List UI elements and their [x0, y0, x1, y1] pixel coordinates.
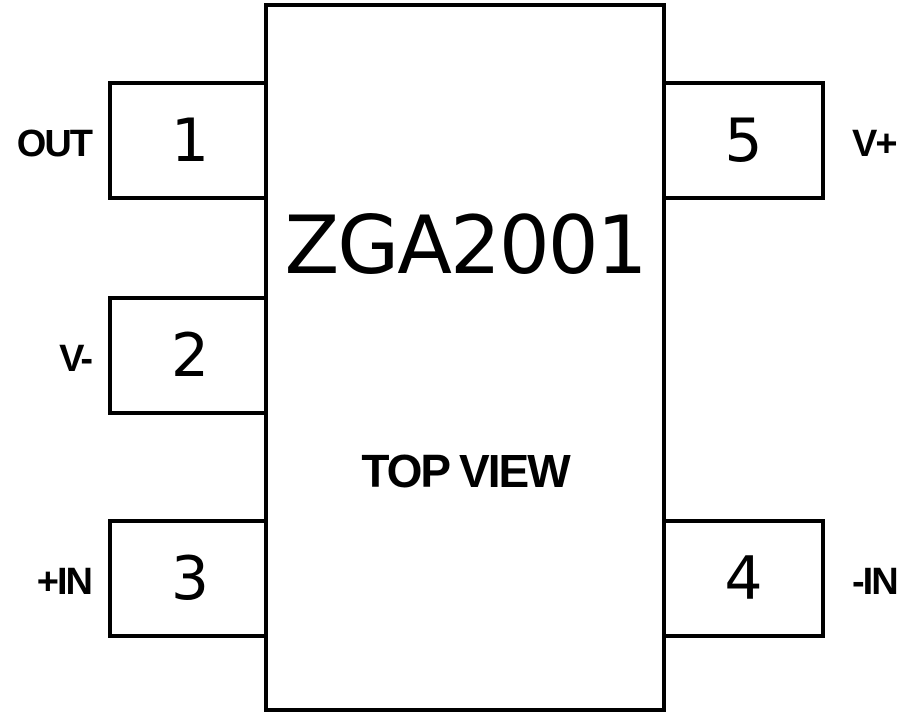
pin-5-number: 5 [724, 105, 763, 176]
pin-1-box: 1 [108, 81, 268, 200]
view-label: TOP VIEW [361, 445, 570, 497]
pin-4-label: -IN [852, 561, 899, 603]
ic-package-body [264, 3, 666, 712]
pin-2-label: V- [59, 338, 93, 380]
pin-3-number: 3 [170, 543, 210, 614]
pin-1-label: OUT [16, 123, 93, 165]
pin-5-box: 5 [662, 81, 825, 200]
pin-5-label: V+ [852, 123, 898, 165]
part-number: ZGA2001 [284, 199, 647, 292]
pin-3-label: +IN [36, 561, 93, 603]
pin-3-box: 3 [108, 519, 268, 638]
pin-4-box: 4 [662, 519, 825, 638]
pin-2-number: 2 [170, 320, 210, 391]
pin-4-number: 4 [724, 543, 763, 614]
pin-1-number: 1 [170, 105, 210, 176]
pin-2-box: 2 [108, 296, 268, 415]
